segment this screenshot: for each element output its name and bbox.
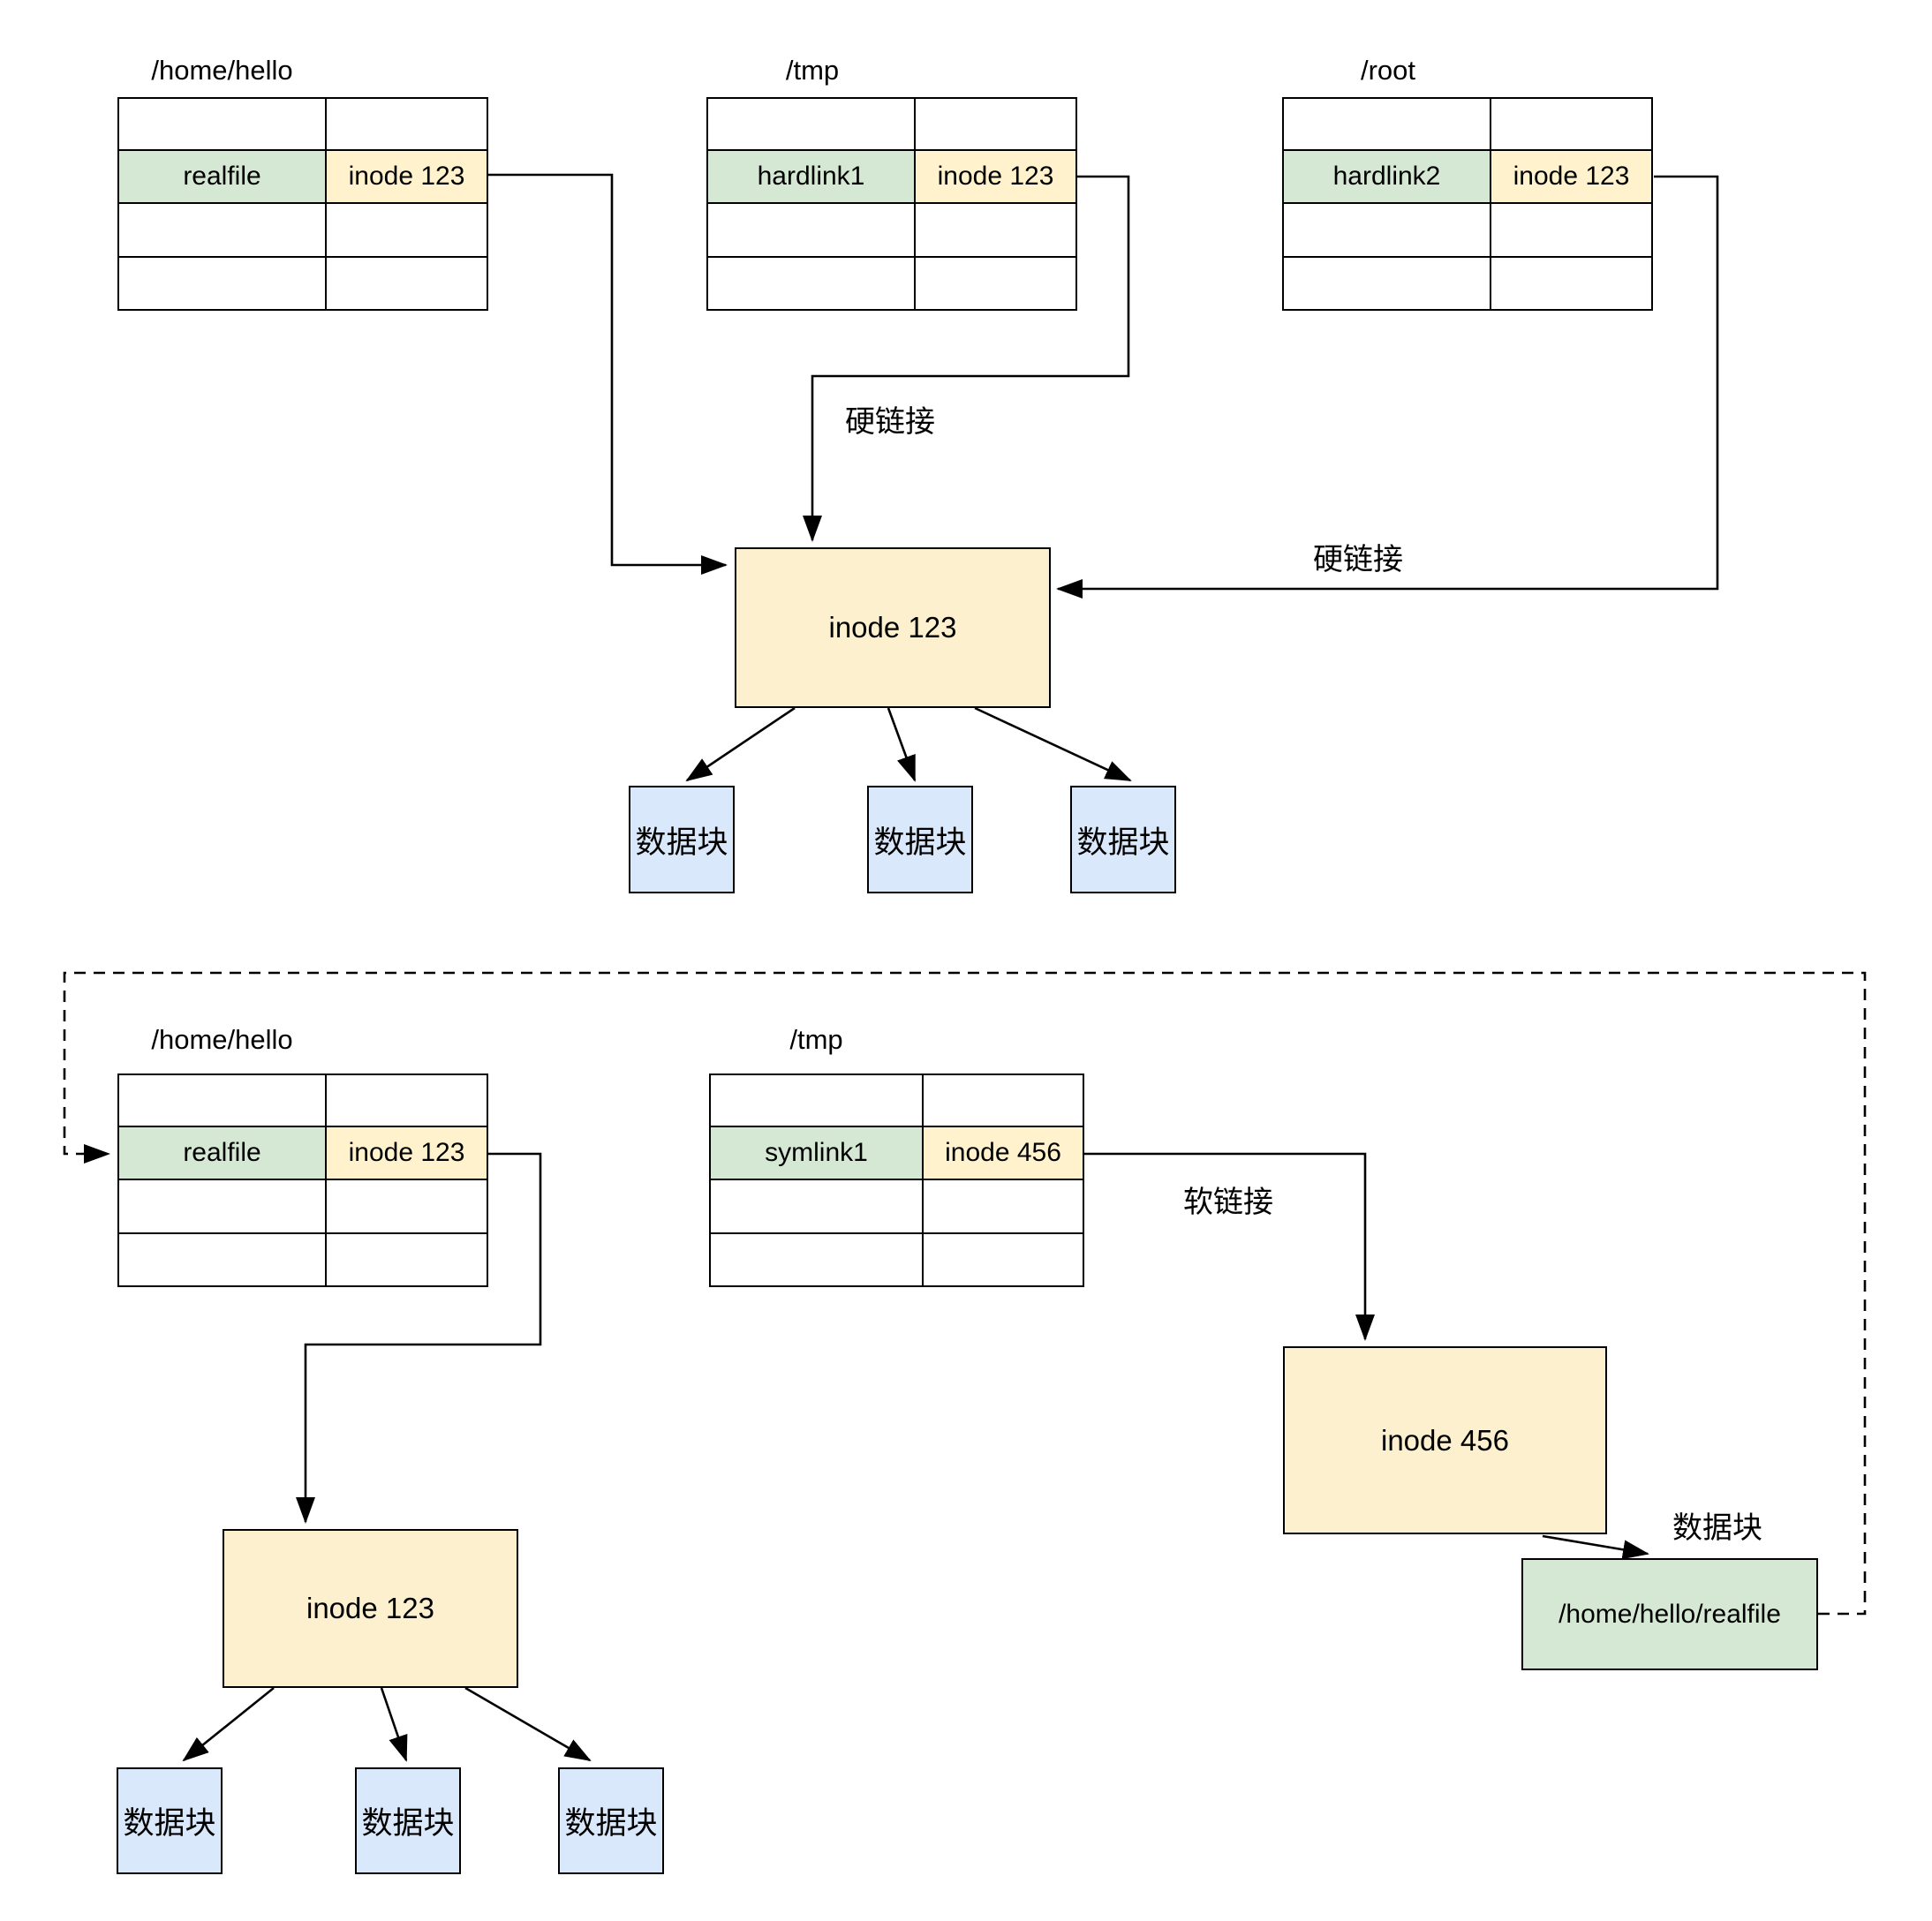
inode-cell: inode 123 [1491, 150, 1653, 204]
empty-cell [706, 204, 916, 258]
empty-cell [327, 1180, 488, 1234]
empty-cell [1491, 97, 1653, 151]
empty-cell [1282, 204, 1491, 258]
table-title-tmp: /tmp [785, 55, 840, 86]
hardlink-edge-label-1: 硬链接 [845, 405, 935, 439]
empty-cell [709, 1233, 924, 1287]
empty-cell [916, 204, 1077, 258]
table-title-home-hello: /home/hello [151, 55, 293, 86]
empty-cell [1491, 257, 1653, 311]
empty-cell [1282, 97, 1491, 151]
empty-cell [117, 257, 327, 311]
edge-inode123-datablock-2 [887, 707, 917, 782]
dir-table-tmp-2: symlink1 inode 456 [709, 1074, 1084, 1287]
empty-cell [327, 204, 488, 258]
dir-table-root: hardlink2 inode 123 [1282, 97, 1653, 311]
empty-cell [924, 1074, 1084, 1127]
empty-cell [117, 1180, 327, 1234]
dir-table-tmp: hardlink1 inode 123 [706, 97, 1077, 311]
edge-inode123-datablock-3 [974, 706, 1132, 782]
hardlink-edge-label-2: 硬链接 [1313, 543, 1403, 576]
empty-cell [709, 1180, 924, 1234]
table-title-root: /root [1360, 55, 1416, 86]
file-cell: hardlink2 [1282, 150, 1491, 204]
inode-cell: inode 123 [916, 150, 1077, 204]
inode-456-box: inode 456 [1283, 1346, 1607, 1534]
data-block-top-3: 数据块 [1070, 786, 1176, 893]
edge-inode123b-datablock-1 [182, 1686, 275, 1762]
file-cell: hardlink1 [706, 150, 916, 204]
empty-cell [924, 1233, 1084, 1287]
inode-cell: inode 456 [924, 1126, 1084, 1180]
data-block-top-2: 数据块 [867, 786, 973, 893]
empty-cell [1491, 204, 1653, 258]
edge-inode456-to-target [1542, 1534, 1649, 1560]
softlink-edge-label: 软链接 [1183, 1186, 1273, 1219]
edge-inode123b-datablock-2 [380, 1687, 408, 1762]
file-cell: symlink1 [709, 1126, 924, 1180]
dir-table-home-hello: realfile inode 123 [117, 97, 488, 311]
empty-cell [117, 97, 327, 151]
symlink-target-box: /home/hello/realfile [1521, 1558, 1818, 1670]
inode-123-box-bottom: inode 123 [223, 1529, 518, 1688]
file-cell: realfile [117, 1126, 327, 1180]
empty-cell [117, 204, 327, 258]
data-block-bottom-2: 数据块 [355, 1767, 461, 1874]
inode-cell: inode 123 [327, 1126, 488, 1180]
data-block-top-1: 数据块 [629, 786, 735, 893]
empty-cell [117, 1074, 327, 1127]
empty-cell [924, 1180, 1084, 1234]
empty-cell [327, 1233, 488, 1287]
inode-123-box-top: inode 123 [735, 547, 1051, 708]
table-title-tmp-2: /tmp [789, 1024, 843, 1055]
empty-cell [916, 257, 1077, 311]
empty-cell [706, 257, 916, 311]
empty-cell [706, 97, 916, 151]
dir-table-home-hello-2: realfile inode 123 [117, 1074, 488, 1287]
empty-cell [327, 1074, 488, 1127]
edge-inode123b-datablock-3 [464, 1686, 592, 1762]
edge-inode123-datablock-1 [685, 706, 796, 782]
data-block-bottom-1: 数据块 [117, 1767, 223, 1874]
inode-cell: inode 123 [327, 150, 488, 204]
datablock-edge-label: 数据块 [1672, 1511, 1762, 1545]
empty-cell [327, 97, 488, 151]
data-block-bottom-3: 数据块 [558, 1767, 664, 1874]
empty-cell [327, 257, 488, 311]
empty-cell [709, 1074, 924, 1127]
file-cell: realfile [117, 150, 327, 204]
empty-cell [1282, 257, 1491, 311]
empty-cell [117, 1233, 327, 1287]
table-title-home-hello-2: /home/hello [151, 1024, 293, 1055]
edge-realfile-to-inode123 [488, 173, 728, 575]
empty-cell [916, 97, 1077, 151]
